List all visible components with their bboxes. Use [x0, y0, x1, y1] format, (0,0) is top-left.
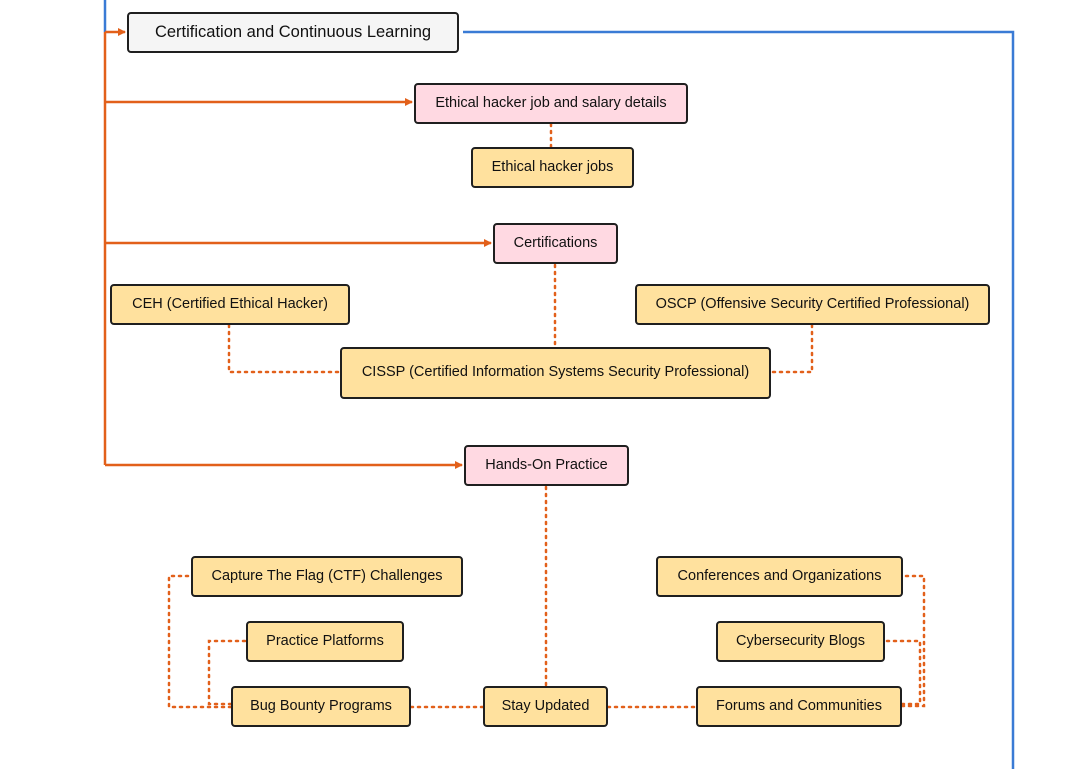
link-blogs	[883, 639, 922, 706]
forums-node: Forums and Communities	[696, 686, 902, 727]
ethical-hacker-jobs-node: Ethical hacker jobs	[471, 147, 634, 188]
stay-updated-node: Stay Updated	[483, 686, 608, 727]
link-conferences	[900, 574, 926, 708]
oscp-node: OSCP (Offensive Security Certified Profe…	[635, 284, 990, 325]
root-node: Certification and Continuous Learning	[127, 12, 459, 53]
frame-connector	[463, 30, 1015, 769]
ceh-node: CEH (Certified Ethical Hacker)	[110, 284, 350, 325]
practice-platforms-node: Practice Platforms	[246, 621, 404, 662]
link-ceh	[227, 323, 342, 374]
cybersecurity-blogs-node: Cybersecurity Blogs	[716, 621, 885, 662]
bug-bounty-node: Bug Bounty Programs	[231, 686, 411, 727]
link-ctf	[167, 574, 233, 709]
link-oscp	[769, 323, 814, 374]
conferences-node: Conferences and Organizations	[656, 556, 903, 597]
ctf-node: Capture The Flag (CTF) Challenges	[191, 556, 463, 597]
certifications-hub-node: Certifications	[493, 223, 618, 264]
cissp-node: CISSP (Certified Information Systems Sec…	[340, 347, 771, 399]
practice-hub-node: Hands-On Practice	[464, 445, 629, 486]
jobs-hub-node: Ethical hacker job and salary details	[414, 83, 688, 124]
